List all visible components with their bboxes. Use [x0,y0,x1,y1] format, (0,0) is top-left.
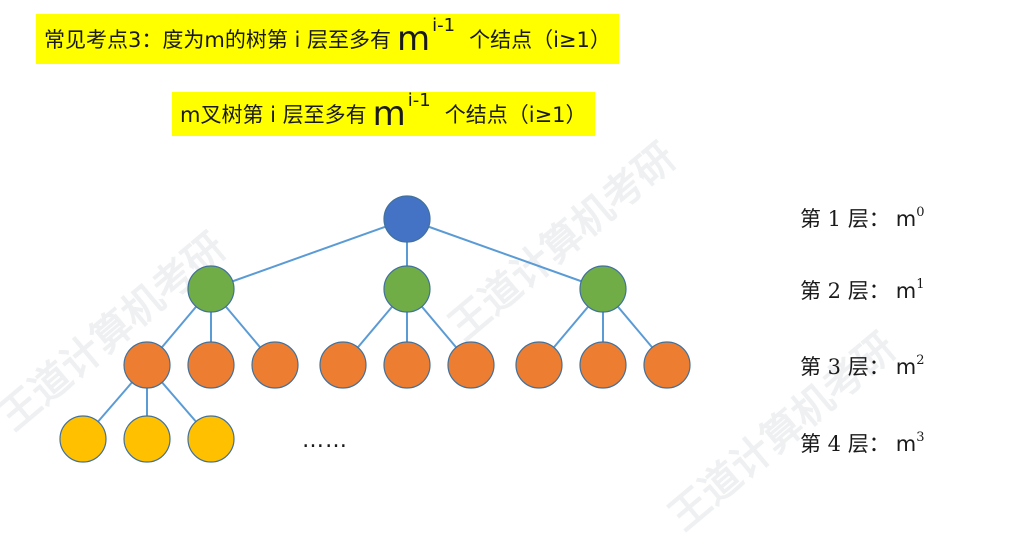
level-4-node [123,415,171,463]
level-3-node [579,341,627,389]
banner-formula-base: m [372,94,406,134]
tree-diagram [59,195,691,463]
formula-banner-degree-m: 常见考点3：度为m的树第 i 层至多有 m i-1 个结点（i≥1） [36,14,619,64]
banner-formula-exponent: i-1 [407,89,431,111]
level-label-2: 第 2 层：m1 [800,277,925,303]
formula-banner-m-ary: m叉树第 i 层至多有 m i-1 个结点（i≥1） [172,89,595,136]
level-3-node [187,341,235,389]
level-3-node [251,341,299,389]
level-2-node [187,265,235,313]
level-3-node [447,341,495,389]
tree-edge [406,218,604,290]
level-2-node [383,265,431,313]
level-label-3: 第 3 层：m2 [800,353,925,379]
banner-text: 常见考点3：度为m的树第 i 层至多有 [44,28,392,52]
banner-tail: 个结点（i≥1） [444,103,587,127]
level-3-node [319,341,367,389]
root-node [383,195,431,243]
level-3-node [515,341,563,389]
banner-formula-base: m [397,19,431,59]
ellipsis: …… [302,428,348,453]
level-2-node [579,265,627,313]
level-3-node [383,341,431,389]
level-4-node [59,415,107,463]
level-3-node [643,341,691,389]
tree-edge [210,218,408,290]
level-label-1: 第 1 层：m0 [800,205,925,231]
banner-formula-exponent: i-1 [432,14,456,36]
banner-tail: 个结点（i≥1） [469,28,611,52]
level-4-node [187,415,235,463]
banner-text: m叉树第 i 层至多有 [180,103,367,127]
level-label-4: 第 4 层：m3 [800,430,925,456]
level-3-node [123,341,171,389]
